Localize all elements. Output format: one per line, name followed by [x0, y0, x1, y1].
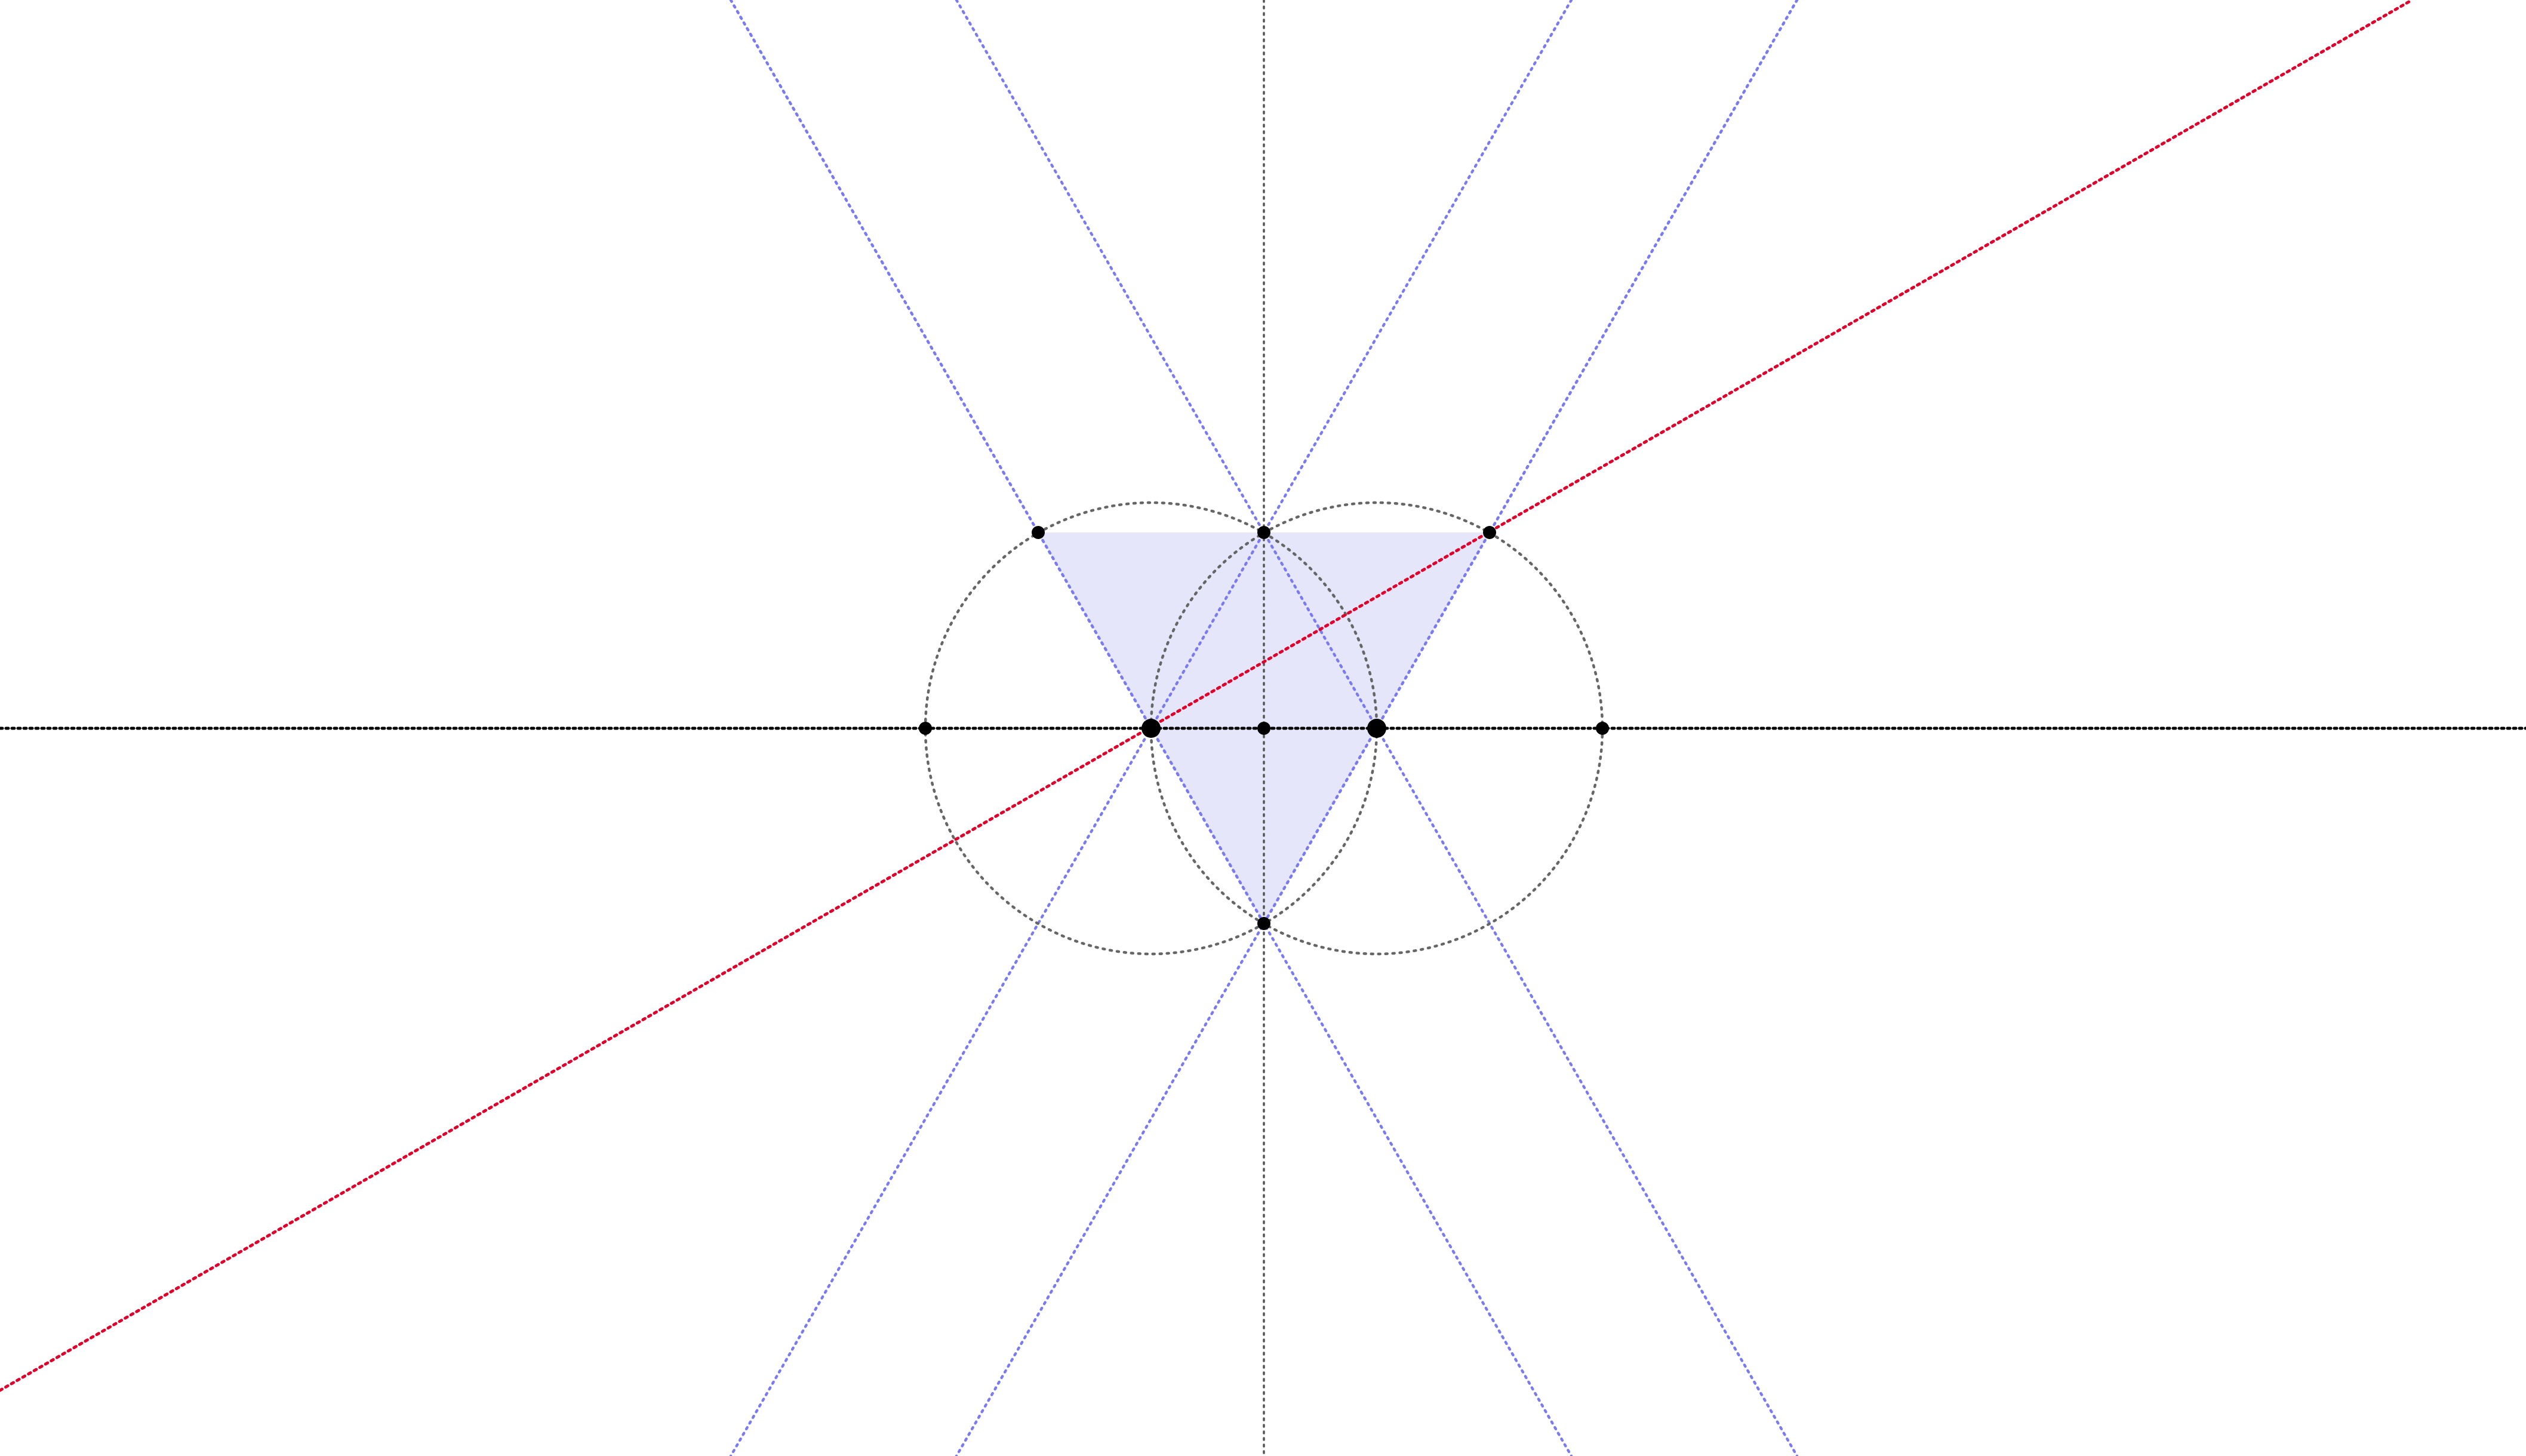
guide-line-6 [1262, 0, 1799, 925]
point-bottom [1257, 917, 1270, 930]
point-center-left [1142, 719, 1161, 738]
point-top-right [1483, 526, 1496, 539]
guide-line-5 [729, 0, 1266, 925]
points [919, 526, 1609, 930]
point-center-right [1367, 719, 1386, 738]
point-right-outer [1596, 722, 1609, 735]
point-left-outer [919, 722, 932, 735]
red-line [0, 0, 2414, 1392]
point-top-left [1032, 526, 1045, 539]
point-top-middle [1257, 526, 1270, 539]
point-origin [1257, 722, 1270, 735]
